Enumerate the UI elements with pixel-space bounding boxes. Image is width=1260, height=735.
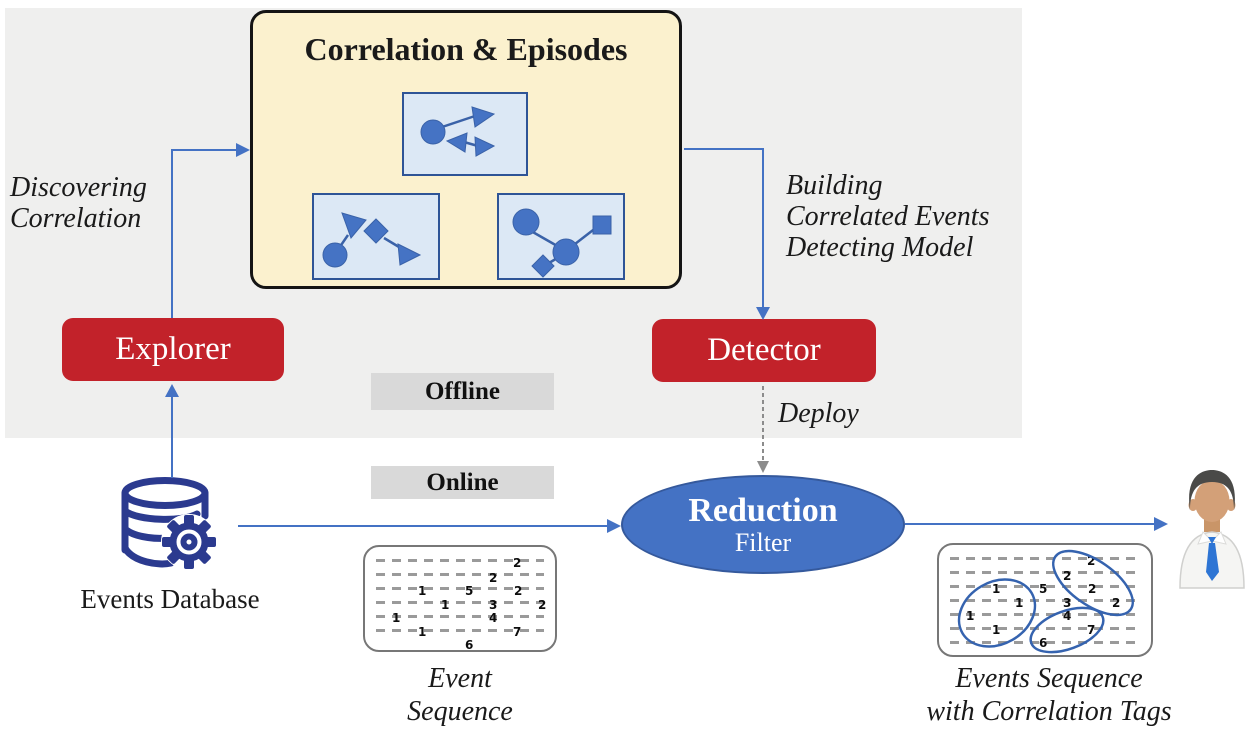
detector-node: Detector: [652, 319, 876, 382]
detector-node-label: Detector: [707, 332, 821, 368]
database-gear-icon: [121, 477, 217, 570]
online-stage-tag: Online: [371, 466, 554, 499]
event-sequence-box: 2 2 1 5 2 1 3 2 1 4 1 7 6: [363, 545, 557, 652]
tagged-sequence-caption-line2: with Correlation Tags: [926, 696, 1172, 727]
arrowhead-into-reduction: [607, 519, 621, 533]
sequence-event-number: 2: [538, 598, 547, 612]
event-row-dashes: [950, 599, 1140, 602]
event-row-dashes: [950, 585, 1140, 588]
correlation-episodes-box: Correlation & Episodes: [250, 10, 682, 289]
episode-shapes-icon: [512, 208, 612, 278]
sequence-event-number: 2: [1063, 569, 1072, 583]
sequence-event-number: 7: [513, 625, 522, 639]
sequence-event-number: 1: [418, 625, 427, 639]
sequence-event-number: 4: [489, 611, 498, 625]
sequence-event-number: 1: [966, 609, 975, 623]
event-row-dashes: [950, 557, 1140, 560]
building-model-line2: Correlated Events: [786, 201, 990, 232]
sequence-event-number: 4: [1063, 609, 1072, 623]
tagged-sequence-box: 2 2 1 5 2 1 3 2 1 4 1 7 6: [937, 543, 1153, 657]
sequence-event-number: 2: [489, 571, 498, 585]
sequence-event-number: 1: [392, 611, 401, 625]
sequence-event-number: 6: [465, 638, 474, 652]
sequence-event-number: 3: [489, 598, 498, 612]
online-stage-label: Online: [426, 468, 499, 496]
episode-shapes-icon: [322, 212, 422, 268]
event-row-dashes: [376, 629, 544, 632]
event-row-dashes: [376, 587, 544, 590]
correlation-tag-loops-icon: [957, 549, 1134, 654]
sequence-event-number: 3: [1063, 596, 1072, 610]
sequence-event-number: 1: [441, 598, 450, 612]
events-database-label: Events Database: [80, 584, 260, 614]
sequence-event-number: 2: [514, 584, 523, 598]
explorer-node: Explorer: [62, 318, 284, 381]
sequence-event-number: 1: [418, 584, 427, 598]
event-row-dashes: [950, 641, 1140, 644]
sequence-event-number: 5: [465, 584, 474, 598]
sequence-event-number: 2: [1087, 554, 1096, 568]
building-model-label: Building Correlated Events Detecting Mod…: [786, 170, 989, 263]
sequence-event-number: 1: [992, 623, 1001, 637]
event-sequence-dashes: [376, 559, 544, 642]
sequence-event-number: 7: [1087, 623, 1096, 637]
episode-shapes-icon: [420, 106, 496, 157]
reduction-node-title: Reduction: [688, 492, 838, 529]
tagged-sequence-caption-line1: Events Sequence: [955, 663, 1143, 694]
sequence-event-number: 1: [1015, 596, 1024, 610]
sequence-event-number: 2: [1088, 582, 1097, 596]
building-model-line3: Detecting Model: [786, 232, 974, 263]
correlation-episodes-title: Correlation & Episodes: [304, 31, 628, 67]
discovering-correlation-line1: Discovering: [10, 172, 147, 203]
event-sequence-numbers: 2 2 1 5 2 1 3 2 1 4 1 7 6: [373, 549, 555, 652]
user-icon: [1179, 470, 1245, 589]
sequence-event-number: 5: [1039, 582, 1048, 596]
event-row-dashes: [376, 573, 544, 576]
tagged-sequence-caption: Events Sequence with Correlation Tags: [908, 662, 1190, 728]
reduction-node-subtitle: Filter: [734, 528, 792, 557]
tagged-sequence-dashes: [950, 557, 1140, 647]
sequence-event-number: 6: [1039, 636, 1048, 650]
sequence-event-number: 1: [992, 582, 1001, 596]
explorer-node-label: Explorer: [115, 331, 231, 367]
event-row-dashes: [950, 613, 1140, 616]
offline-stage-label: Offline: [425, 377, 500, 405]
sequence-event-number: 2: [1112, 596, 1121, 610]
arrowhead-deploy: [757, 461, 769, 473]
reduction-filter-node: Reduction Filter: [621, 475, 905, 574]
episode-pattern-thumbnail-2: [312, 193, 440, 280]
discovering-correlation-label: Discovering Correlation: [10, 172, 147, 234]
event-row-dashes: [950, 627, 1140, 630]
episode-pattern-thumbnail-3: [497, 193, 625, 280]
event-row-dashes: [376, 559, 544, 562]
event-row-dashes: [376, 601, 544, 604]
deploy-label: Deploy: [778, 398, 859, 429]
episode-pattern-thumbnail-1: [402, 92, 528, 176]
tagged-sequence-numbers: 2 2 1 5 2 1 3 2 1 4 1 7 6: [947, 547, 1151, 655]
discovering-correlation-line2: Correlation: [10, 203, 142, 234]
event-sequence-caption: Event Sequence: [375, 662, 545, 728]
arrowhead-into-user: [1154, 517, 1168, 531]
events-database-icon: [113, 476, 225, 574]
building-model-line1: Building: [786, 170, 883, 201]
event-sequence-caption-line2: Sequence: [407, 696, 513, 727]
offline-stage-tag: Offline: [371, 373, 554, 410]
person-icon: [1172, 466, 1252, 590]
event-sequence-caption-line1: Event: [428, 663, 492, 694]
sequence-event-number: 2: [513, 556, 522, 570]
event-row-dashes: [950, 571, 1140, 574]
event-row-dashes: [376, 615, 544, 618]
